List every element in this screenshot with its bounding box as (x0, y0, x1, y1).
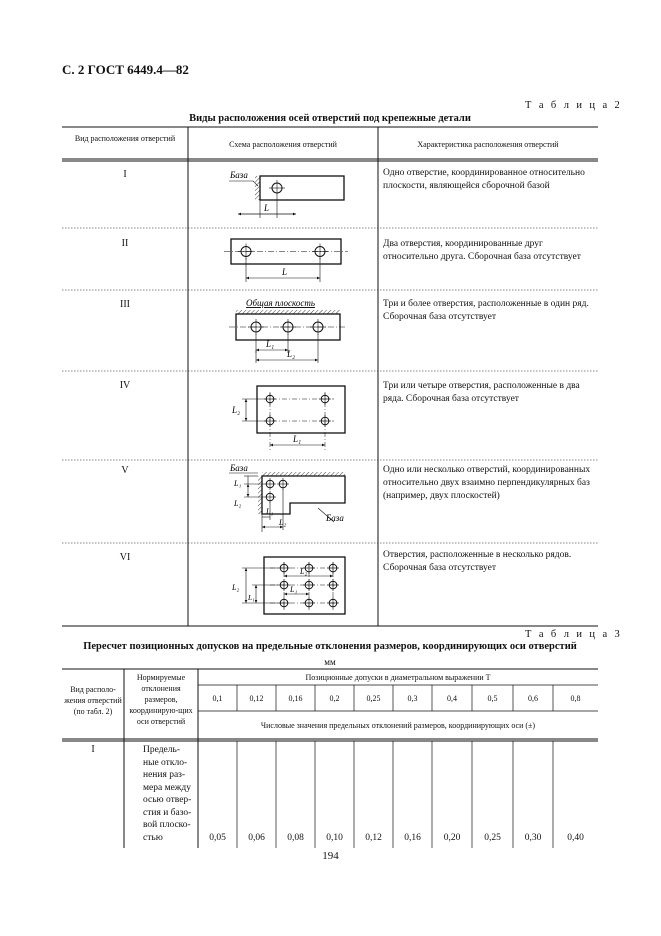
row-characteristic: Два отверстия, координированные друг отн… (383, 239, 581, 262)
table2-header-characteristic: Характеристика расположения отверстий (417, 140, 559, 149)
tolerance-header-cell: 0,3 (407, 694, 418, 703)
diagram-dimension-label: L (281, 267, 287, 277)
table3-title: Пересчет позиционных допусков на предель… (83, 641, 577, 652)
deviation-value-cell: 0,30 (524, 833, 542, 843)
row-type-label: IV (119, 380, 131, 391)
diagram-type-4: L₂ L₁ (231, 385, 346, 450)
tolerance-header-cell: 0,25 (366, 694, 381, 703)
table3-label: Т а б л и ц а 3 (525, 629, 623, 640)
deviation-value-cell: 0,08 (287, 833, 304, 843)
deviation-value-cell: 0,40 (567, 833, 584, 843)
diagram-base-label: База (229, 463, 248, 473)
deviation-value-cell: 0,10 (326, 833, 343, 843)
tolerance-header-cell: 0,12 (249, 694, 264, 703)
diagram-dimension-label: L₁ (233, 479, 241, 488)
row-characteristic-line1: Отверстия, расположенные в несколько ряд… (383, 550, 572, 560)
diagram-type-5: База L₁ L₂ L₁ L₂ База (229, 463, 346, 532)
diagram-dimension-label: L (263, 203, 269, 213)
diagram-dimension-label: L₂ (278, 518, 286, 527)
diagram-type-6: L₂ L₁ L₂ L₁ (231, 556, 346, 615)
tolerance-header-cell: 0,8 (570, 694, 581, 703)
table3-row-description: Предель-ные откло-нения раз-мера между о… (143, 745, 192, 843)
diagram-dimension-label: L₁ (292, 434, 301, 444)
deviation-value-cell: 0,06 (248, 833, 265, 843)
diagram-dimension-label: L₂ (231, 583, 239, 592)
deviation-value-cell: 0,05 (209, 833, 226, 843)
table3-header-deviation: Нормируемые отклонения размеров, координ… (129, 673, 193, 726)
diagram-type-2: L (224, 238, 348, 282)
diagram-dimension-label: L₂ (299, 567, 307, 576)
table3-header-type: Вид располо-жения отверстий (по табл. 2) (64, 685, 122, 716)
deviation-value-cell: 0,25 (484, 833, 501, 843)
tolerance-header-cell: 0,6 (528, 694, 538, 703)
table2-title: Виды расположения осей отверстий под кре… (189, 113, 471, 124)
row-characteristic: Одно отверстие, координированное относит… (383, 168, 585, 191)
row-characteristic-line2: Сборочная база отсутствует (383, 563, 497, 573)
tolerance-header-cell: 0,2 (329, 694, 340, 703)
table3-unit: мм (324, 657, 336, 667)
row-characteristic: Отверстия, расположенные в несколько ряд… (383, 549, 597, 575)
row-characteristic: Три или четыре отверстия, расположенные … (383, 381, 580, 404)
row-type-label: VI (119, 552, 131, 563)
row-type-label: V (121, 465, 129, 476)
table2-header-scheme: Схема расположения отверстий (229, 140, 337, 149)
row-type-label: III (120, 299, 130, 310)
deviation-value-cell: 0,20 (443, 833, 461, 843)
table2-label: Т а б л и ц а 2 (525, 100, 623, 111)
diagram-type-3: Общая плоскость L₁ L₂ (229, 298, 347, 363)
diagram-dimension-label: L₁ (265, 339, 274, 349)
diagram-dimension-label: L₂ (233, 499, 241, 508)
table2-header-type: Вид расположения отверстий (74, 134, 176, 143)
row-characteristic: Одно или несколько отверстий, координиро… (383, 465, 591, 501)
tolerance-header-cell: 0,1 (212, 694, 223, 703)
diagram-dimension-label: L₁ (265, 507, 273, 516)
tolerance-header-cell: 0,16 (288, 694, 303, 703)
tolerance-header-cell: 0,5 (487, 694, 498, 703)
deviation-value-cell: 0,16 (404, 833, 421, 843)
deviation-value-cell: 0,12 (365, 833, 382, 843)
row-characteristic: Три и более отверстия, расположенные в о… (383, 299, 589, 322)
page-header: С. 2 ГОСТ 6449.4—82 (62, 62, 189, 77)
table3-row-type: I (91, 744, 95, 755)
row-type-label: II (121, 238, 129, 249)
diagram-type-1: База L (229, 170, 345, 218)
table3-header-tolerance-group: Позиционные допуски в диаметральном выра… (305, 673, 491, 682)
diagram-base-label: База (229, 170, 248, 180)
diagram-base-label: База (325, 513, 344, 523)
row-type-label: I (123, 169, 127, 180)
page-number: 194 (322, 850, 339, 862)
tolerance-header-cell: 0,4 (447, 694, 457, 703)
diagram-dimension-label: L₂ (231, 405, 240, 415)
diagram-dimension-label: L₁ (247, 593, 255, 602)
diagram-dimension-label: L₂ (286, 349, 295, 359)
diagram-dimension-label: L₁ (289, 585, 297, 594)
diagram-plane-label: Общая плоскость (246, 298, 315, 308)
table3-header-values: Числовые значения предельных отклонений … (260, 721, 536, 730)
